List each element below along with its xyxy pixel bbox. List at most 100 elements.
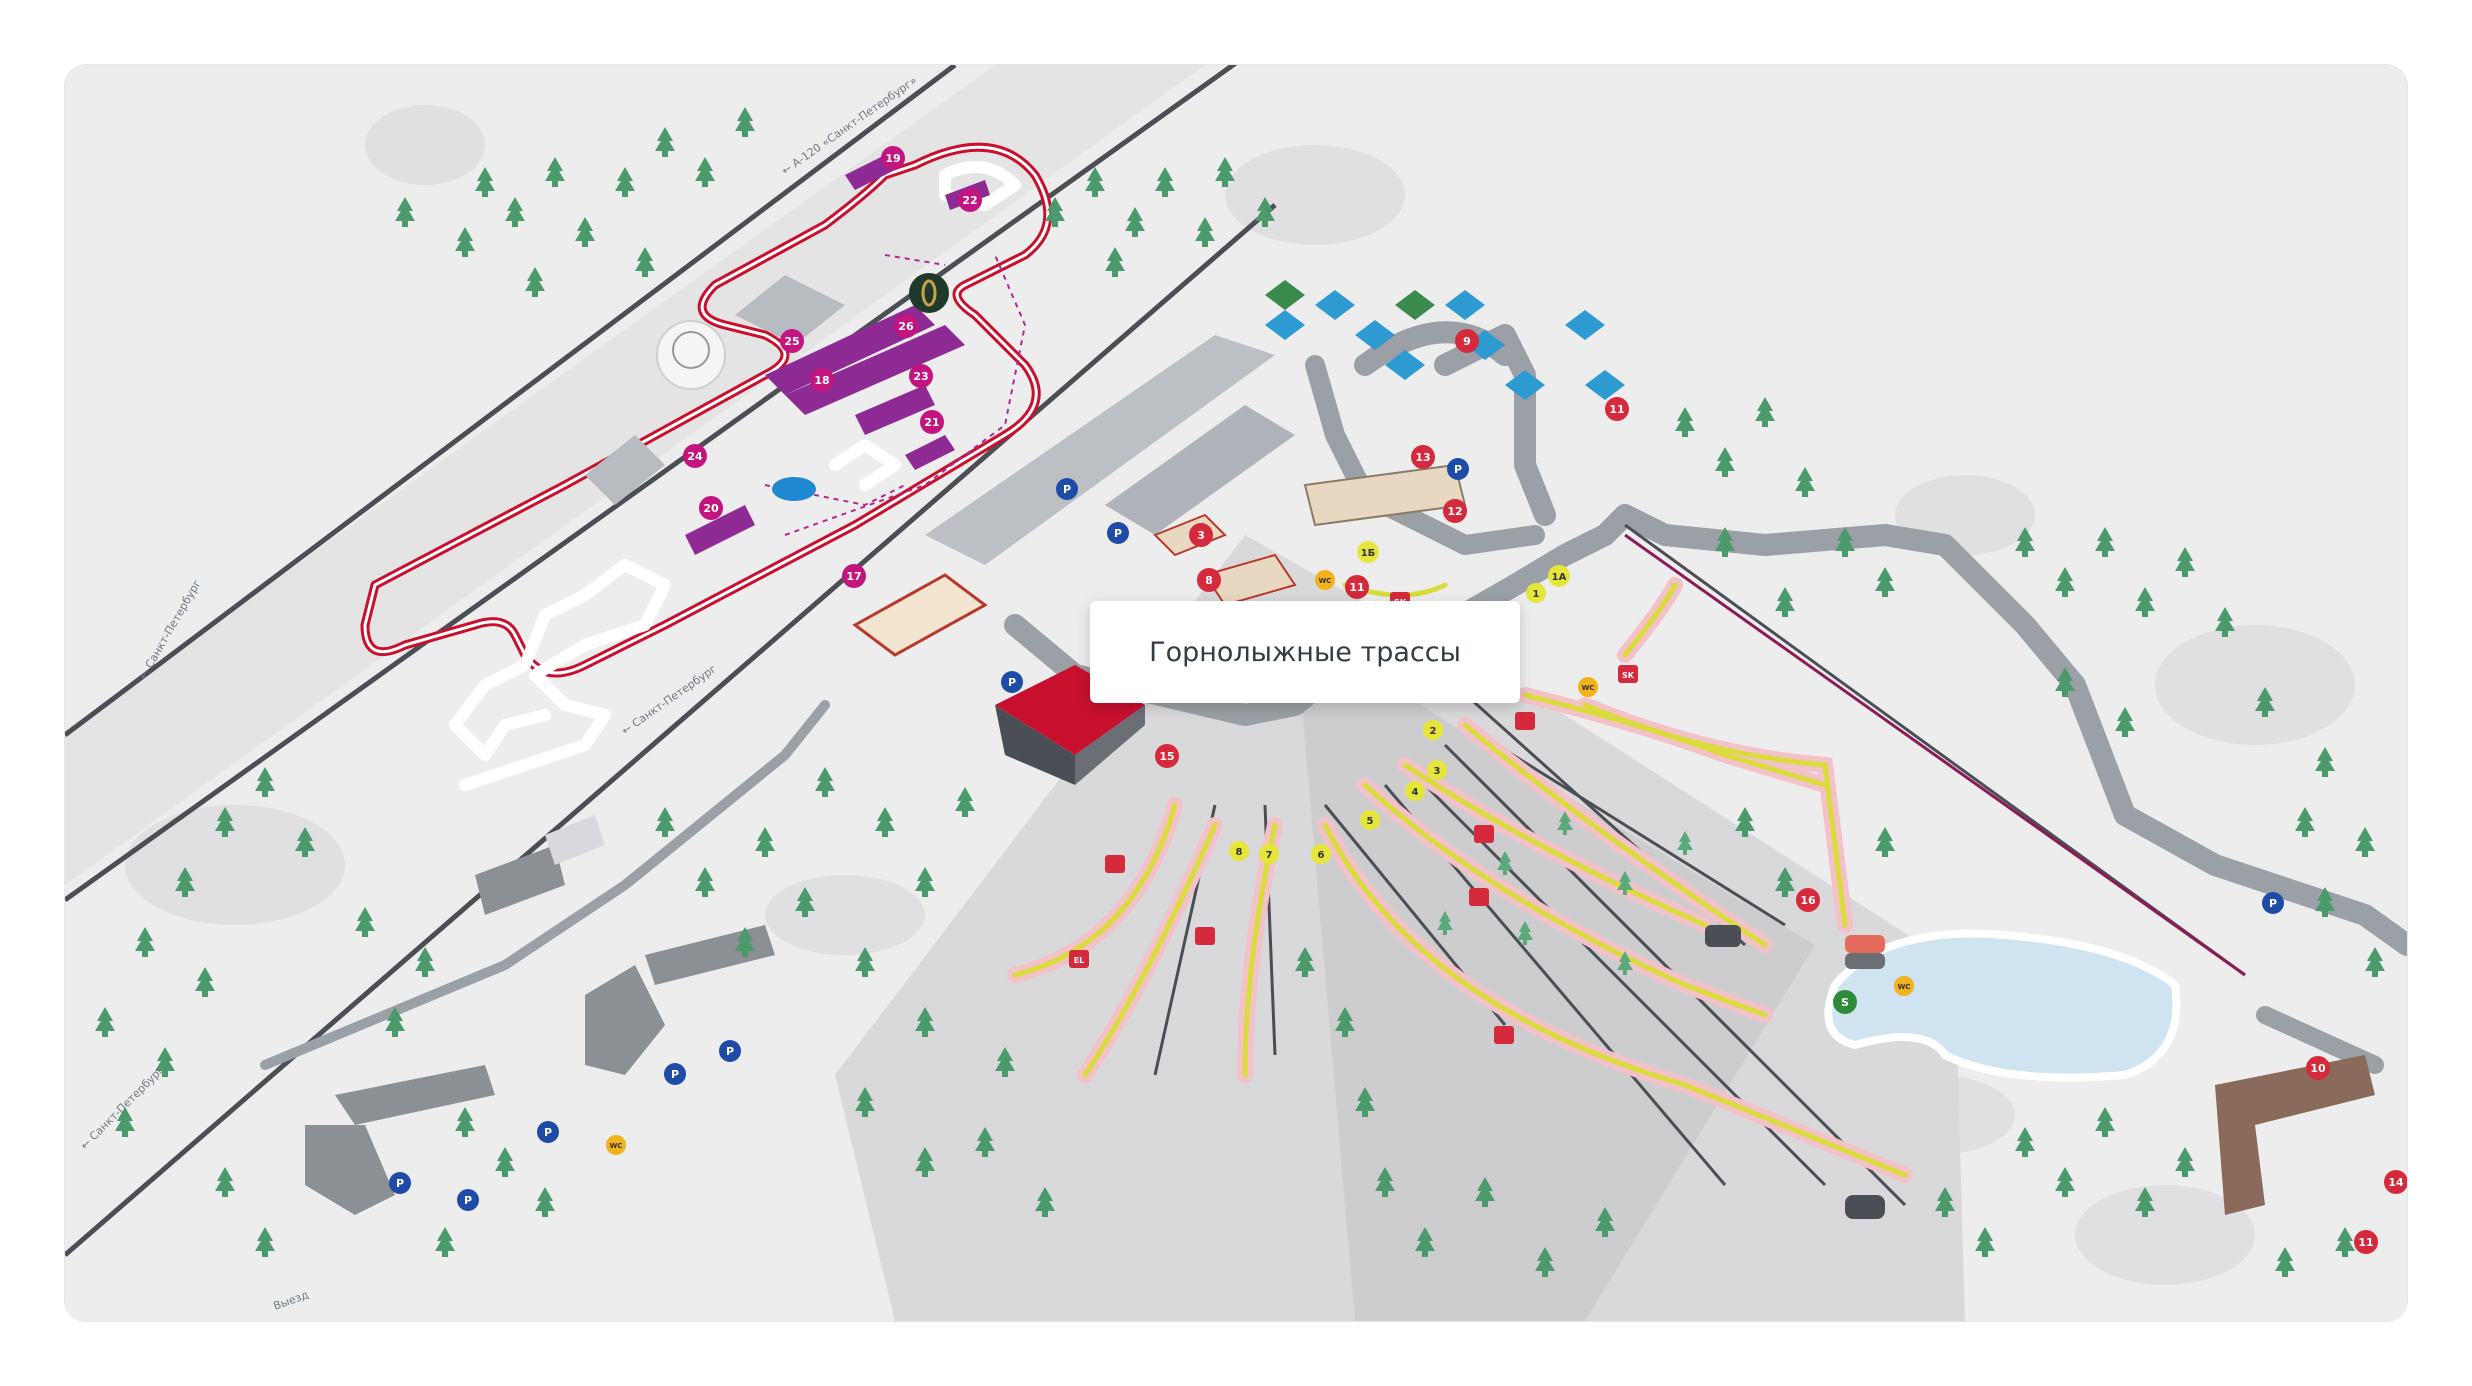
piste-marker-1b[interactable]: 1Б [1357,541,1379,563]
svg-text:P: P [726,1045,734,1058]
svg-text:P: P [1454,463,1462,476]
parking-icon[interactable]: P [2262,892,2284,914]
svg-text:1: 1 [1533,589,1540,600]
svg-text:15: 15 [1159,750,1174,763]
svg-text:8: 8 [1205,574,1213,587]
svg-text:SK: SK [1622,671,1635,680]
svg-text:P: P [464,1194,472,1207]
parking-icon[interactable]: P [1001,671,1023,693]
marker-20[interactable]: 20 [699,496,723,520]
lift-stations [1705,925,1885,1219]
purple-buildings [685,155,990,555]
marker-11[interactable]: 11 [1605,397,1629,421]
marker-22[interactable]: 22 [958,188,982,212]
piste-marker-8[interactable]: 8 [1229,841,1249,861]
marker-8[interactable]: 8 [1197,568,1221,592]
marker-26[interactable]: 26 [894,314,918,338]
parking-icon[interactable]: P [1056,478,1078,500]
svg-text:17: 17 [846,570,861,583]
marker-9[interactable]: 9 [1455,329,1479,353]
wc-icon[interactable]: WC [1315,570,1335,590]
marker-25[interactable]: 25 [780,329,804,353]
check-icon[interactable] [1474,825,1494,843]
resort-logo [656,320,726,390]
marker-16[interactable]: 16 [1796,888,1820,912]
parking-lot-top [925,335,1295,565]
parking-icon[interactable]: P [1107,522,1129,544]
magenta-markers: 19 22 25 26 18 23 21 24 20 17 [683,146,982,588]
el-icon[interactable]: EL [1069,950,1089,968]
resort-map[interactable]: ← А-120 «Санкт-Петербург» ← Санкт-Петерб… [65,65,2407,1321]
parking-icon[interactable]: P [389,1172,411,1194]
marker-24[interactable]: 24 [683,444,707,468]
svg-text:P: P [1114,527,1122,540]
svg-text:23: 23 [913,370,928,383]
svg-text:7: 7 [1266,850,1273,861]
wc-icon[interactable]: WC [606,1135,626,1155]
svg-text:WC: WC [610,1142,623,1150]
svg-text:WC: WC [1898,983,1911,991]
check-icon[interactable] [1105,855,1125,873]
check-icon[interactable] [1469,888,1489,906]
svg-text:12: 12 [1447,505,1462,518]
parking-icon[interactable]: P [719,1040,741,1062]
piste-marker-6[interactable]: 6 [1311,844,1331,864]
road-label: ← Санкт-Петербург [78,1063,167,1152]
marker-18[interactable]: 18 [810,368,834,392]
svg-text:4: 4 [1412,787,1419,798]
map-frame: ← А-120 «Санкт-Петербург» ← Санкт-Петерб… [64,64,2408,1322]
svg-text:11: 11 [1349,581,1364,594]
marker-3[interactable]: 3 [1189,523,1213,547]
marker-11[interactable]: 11 [2354,1230,2378,1254]
svg-text:1Б: 1Б [1361,548,1376,559]
piste-marker-2[interactable]: 2 [1423,720,1443,740]
svg-text:22: 22 [962,194,977,207]
marker-13[interactable]: 13 [1411,445,1435,469]
piste-marker-5[interactable]: 5 [1360,810,1380,830]
svg-text:P: P [671,1068,679,1081]
marker-12[interactable]: 12 [1443,499,1467,523]
marker-23[interactable]: 23 [909,364,933,388]
piste-marker-1[interactable]: 1 [1526,583,1546,603]
service-badges: WC WC WC WC SK SK EL [606,570,1914,1155]
svg-text:19: 19 [885,152,900,165]
svg-text:P: P [1008,676,1016,689]
svg-text:26: 26 [898,320,914,333]
piste-marker-4[interactable]: 4 [1405,781,1425,801]
piste-marker-1a[interactable]: 1А [1548,565,1570,587]
cable-car-line [1624,533,2246,977]
svg-text:S: S [1841,996,1849,1009]
svg-text:3: 3 [1434,766,1441,777]
marker-10[interactable]: 10 [2306,1056,2330,1080]
marker-21[interactable]: 21 [920,410,944,434]
marker-19[interactable]: 19 [881,146,905,170]
svg-text:14: 14 [2388,1176,2404,1189]
logo-badge [909,273,949,313]
check-icon[interactable] [1515,712,1535,730]
svg-text:11: 11 [2358,1236,2373,1249]
svg-text:9: 9 [1463,335,1471,348]
wc-icon[interactable]: WC [1894,976,1914,996]
map-tooltip: Горнолыжные трассы [1090,601,1520,703]
svg-text:P: P [396,1177,404,1190]
parking-icon[interactable]: P [664,1063,686,1085]
parking-markers: P P P P P P P P P P [389,458,2284,1211]
ski-rental-icon[interactable]: SK [1618,665,1638,683]
piste-marker-3[interactable]: 3 [1427,760,1447,780]
marker-14[interactable]: 14 [2384,1170,2407,1194]
piste-marker-7[interactable]: 7 [1259,844,1279,864]
parking-icon[interactable]: P [457,1189,479,1211]
check-icon[interactable] [1195,927,1215,945]
svg-text:18: 18 [814,374,829,387]
marker-11[interactable]: 11 [1345,575,1369,599]
marker-15[interactable]: 15 [1155,744,1179,768]
parking-icon[interactable]: P [537,1121,559,1143]
start-marker[interactable]: S [1833,990,1857,1014]
checkmark-badges [1105,712,1535,1044]
svg-text:10: 10 [2310,1062,2326,1075]
wc-icon[interactable]: WC [1578,677,1598,697]
check-icon[interactable] [1494,1026,1514,1044]
parking-icon[interactable]: P [1447,458,1469,480]
svg-text:EL: EL [1074,956,1085,965]
marker-17[interactable]: 17 [842,564,866,588]
